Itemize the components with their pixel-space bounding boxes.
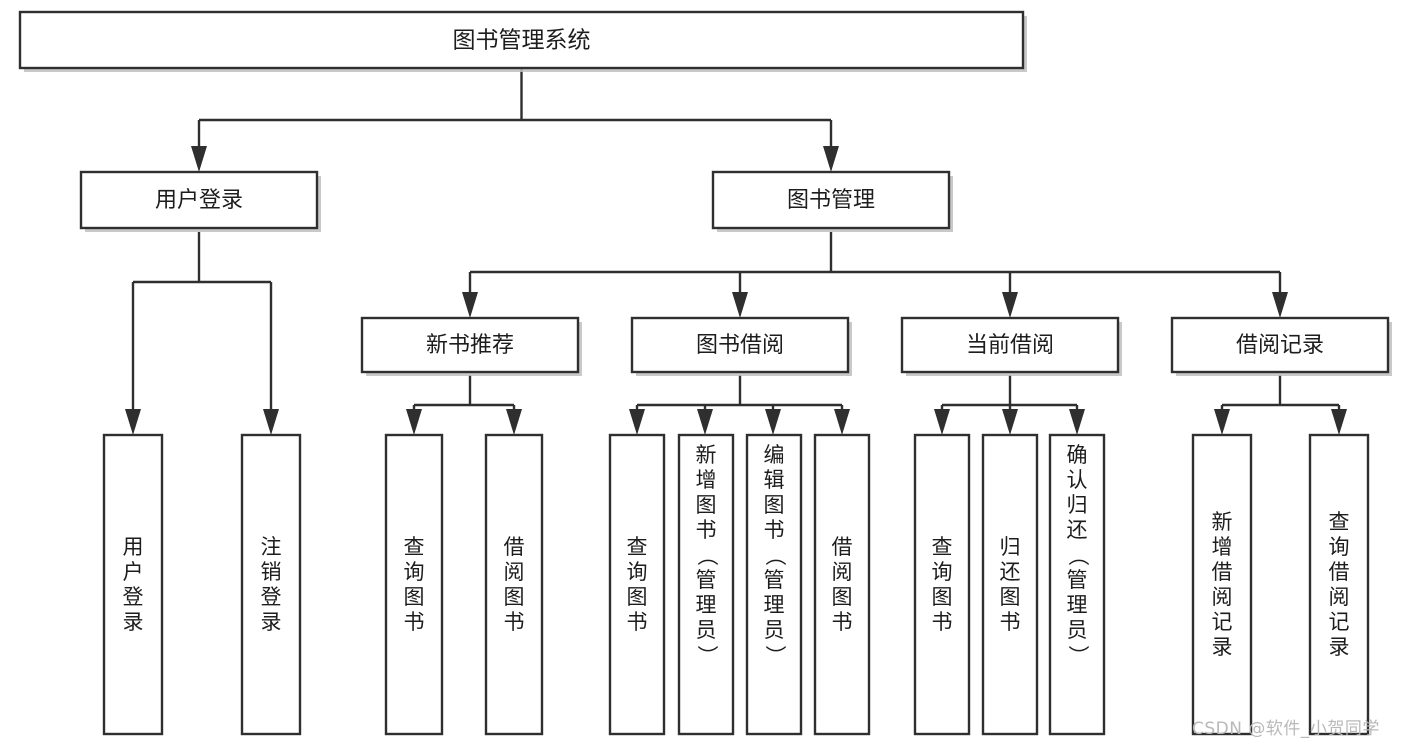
arrow-head-icon [1272,292,1288,318]
arrow-head-icon [191,146,207,172]
node-rect [360,316,580,374]
node-leaf-add-record[interactable] [1191,433,1253,736]
arrow-head-icon [406,409,422,435]
node-rect [18,10,1025,70]
node-rect [608,433,666,736]
node-leaf-query-books-2[interactable] [608,433,666,736]
node-rect [813,433,871,736]
node-rect [1191,433,1253,736]
node-rect [745,433,803,736]
node-rect [79,170,319,230]
node-leaf-return-books[interactable] [981,433,1039,736]
node-leaf-confirm-return[interactable] [1048,433,1106,736]
node-rect [913,433,971,736]
arrow-head-icon [1002,292,1018,318]
node-leaf-query-books-1[interactable] [384,433,444,736]
node-rect [484,433,544,736]
arrow-head-icon [823,146,839,172]
node-label: 图书管理系统 [453,28,591,54]
node-layer: 图书管理系统 用户登录 图书管理 新书推荐 [18,10,1392,736]
arrow-head-icon [697,409,713,435]
node-leaf-user-logout[interactable] [240,433,302,736]
watermark-text: CSDN @软件_小贺同学 [1192,719,1380,739]
node-rect [981,433,1039,736]
arrow-head-icon [125,409,141,435]
node-leaf-query-record[interactable] [1308,433,1370,736]
node-rect [630,316,850,374]
node-leaf-edit-book[interactable] [745,433,803,736]
arrow-head-icon [1069,409,1085,435]
node-label: 当前借阅 [966,333,1054,358]
node-leaf-add-book[interactable] [677,433,735,736]
arrow-head-icon [934,409,950,435]
node-rect [900,316,1120,374]
arrow-head-icon [629,409,645,435]
arrow-head-icon [263,409,279,435]
arrowhead-layer [125,146,1347,435]
node-rect [240,433,302,736]
node-leaf-user-login[interactable] [102,433,164,736]
node-rect [384,433,444,736]
arrow-head-icon [1002,409,1018,435]
node-current-borrow[interactable]: 当前借阅 [900,316,1122,376]
node-rect [1308,433,1370,736]
node-label: 新书推荐 [426,333,514,358]
node-leaf-borrow-books-1[interactable] [484,433,544,736]
node-leaf-query-books-3[interactable] [913,433,971,736]
node-label: 图书管理 [787,188,875,213]
arrow-head-icon [1331,409,1347,435]
node-leaf-borrow-books-2[interactable] [813,433,871,736]
arrow-head-icon [1214,409,1230,435]
arrow-head-icon [834,409,850,435]
node-rect [102,433,164,736]
node-rect [711,170,951,230]
node-book-borrow[interactable]: 图书借阅 [630,316,852,376]
node-new-book-recommend[interactable]: 新书推荐 [360,316,582,376]
node-user-login[interactable]: 用户登录 [79,170,321,232]
node-label: 用户登录 [155,188,243,213]
arrow-head-icon [462,292,478,318]
node-rect [1048,433,1106,736]
arrow-head-icon [732,292,748,318]
node-rect [677,433,735,736]
node-book-manage[interactable]: 图书管理 [711,170,953,232]
node-label: 借阅记录 [1236,333,1324,358]
arrow-head-icon [765,409,781,435]
arrow-head-icon [506,409,522,435]
node-borrow-record[interactable]: 借阅记录 [1170,316,1392,376]
node-label: 图书借阅 [696,333,784,358]
node-rect [1170,316,1390,374]
node-root[interactable]: 图书管理系统 [18,10,1027,72]
